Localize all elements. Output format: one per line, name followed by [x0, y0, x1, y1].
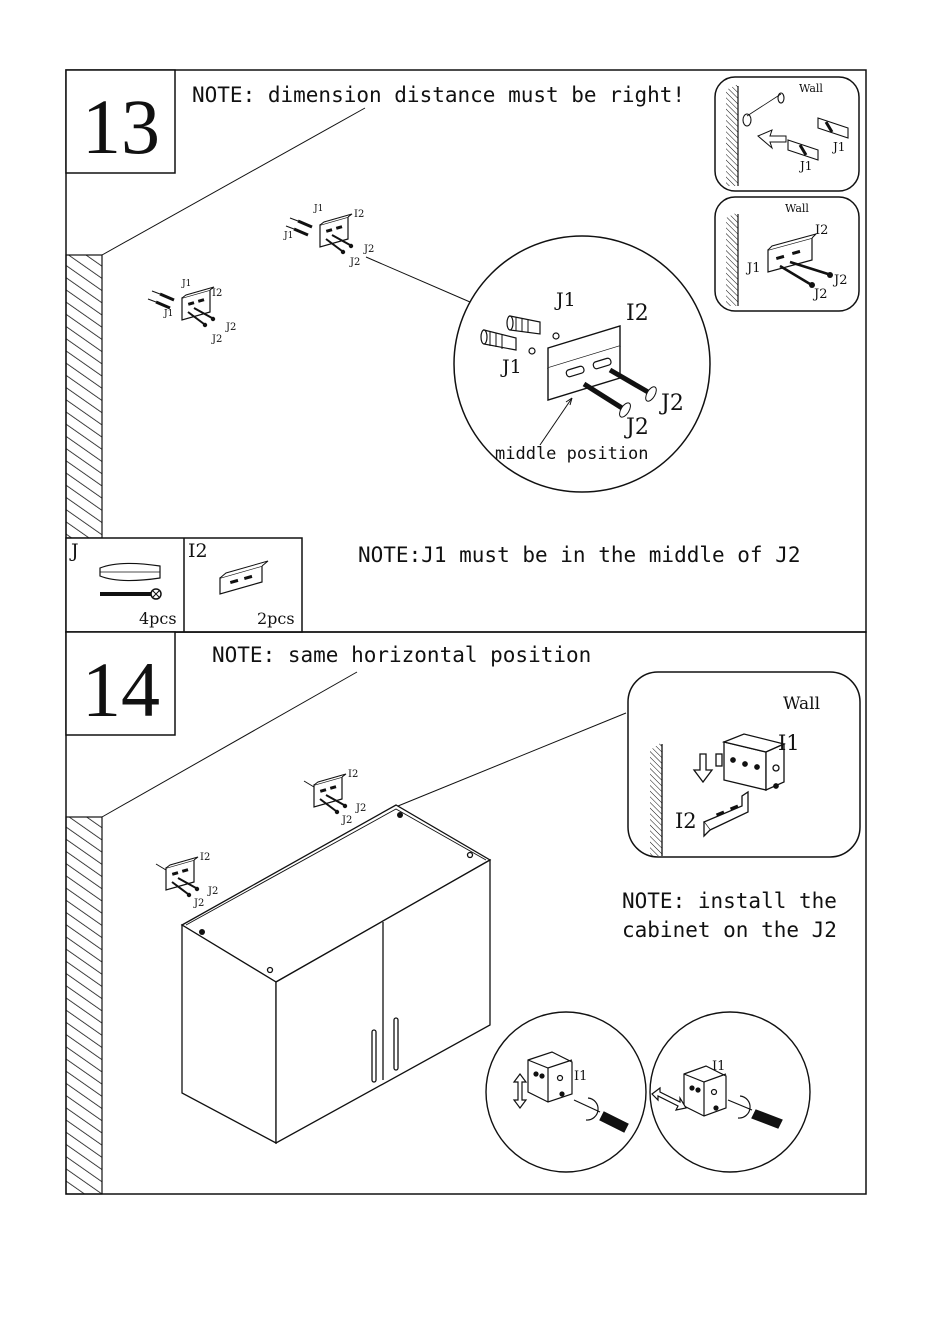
parts-box: J 4pcs I2 2pcs [66, 538, 302, 632]
label-i2-inset: I2 [675, 809, 697, 833]
label-i2-inset-2: I2 [815, 223, 828, 238]
label-i1-adjust-v: I1 [574, 1069, 587, 1084]
note-j1-middle: NOTE:J1 must be in the middle of J2 [358, 543, 801, 567]
label-j2-14-small-2: J2 [341, 815, 352, 826]
inset-leader-line [398, 713, 626, 806]
step-14-number: 14 [82, 646, 160, 733]
label-i2-small: I2 [354, 209, 364, 220]
part-j-label: J [69, 540, 79, 562]
label-j1-inset-1b: J1 [831, 140, 845, 154]
label-wall-inset-2: Wall [785, 202, 809, 215]
adjust-vertical-detail: I1 [486, 1012, 646, 1172]
note-same-horizontal: NOTE: same horizontal position [212, 643, 591, 667]
label-j2-inset-2: J2 [832, 273, 847, 288]
label-i2-small-2: I2 [212, 288, 222, 299]
label-i2-large: I2 [626, 301, 649, 326]
label-j1-small: J1 [313, 204, 323, 214]
bracket-assembly-right: J1 J1 I2 J2 J2 [283, 204, 374, 268]
label-j2-14-small: J2 [355, 803, 366, 814]
label-j1-inset-1: J1 [798, 159, 812, 173]
inset-hanging-hardware: Wall I1 I2 [628, 672, 860, 857]
label-i1-inset: I1 [778, 731, 800, 755]
bracket-assembly-14-right: I2 J2 J2 [304, 769, 366, 826]
label-j1-large: J1 [554, 289, 576, 311]
label-j2-small-3: J2 [225, 322, 236, 333]
label-i2-14-small: I2 [348, 769, 358, 780]
bracket-assembly-14-left: I2 J2 J2 [156, 852, 218, 909]
note-install-line2: cabinet on the J2 [622, 918, 837, 942]
label-j2-small-2: J2 [349, 257, 360, 268]
label-wall-14: Wall [783, 694, 820, 714]
label-i1-adjust-h: I1 [712, 1059, 725, 1074]
label-j2-inset-2b: J2 [812, 287, 827, 302]
label-wall-inset-1: Wall [799, 82, 823, 95]
label-j1-small-2: J1 [283, 231, 293, 241]
label-j1-inset-2: J1 [745, 261, 760, 276]
note-dimension-distance: NOTE: dimension distance must be right! [192, 83, 685, 107]
inset-wall-plug: Wall J1 J1 [715, 77, 859, 191]
bracket-assembly-left: J1 J1 I2 J2 J2 [148, 279, 236, 345]
label-middle-position: middle position [495, 444, 649, 464]
side-wall-hatch [66, 255, 102, 538]
magnified-bracket-detail: J1 J1 I2 J2 J2 middle position [454, 236, 710, 492]
label-j2-small: J2 [363, 244, 374, 255]
step-14-panel: 14 NOTE: same horizontal position I2 J2 … [66, 632, 866, 1194]
magnify-leader-line [366, 257, 470, 302]
part-j-qty: 4pcs [139, 609, 177, 628]
label-j1-large-2: J1 [500, 356, 522, 378]
label-j2-large: J2 [659, 391, 684, 416]
label-j1-small-3: J1 [181, 279, 191, 289]
label-j2-14-small-3: J2 [207, 886, 218, 897]
note-install-line1: NOTE: install the [622, 889, 837, 913]
step-13-panel: 13 NOTE: dimension distance must be righ… [66, 70, 866, 632]
label-j2-14-small-4: J2 [193, 898, 204, 909]
part-i2-label: I2 [188, 540, 208, 562]
label-j1-small-4: J1 [163, 309, 173, 319]
wall-cabinet [182, 805, 490, 1143]
step-13-number: 13 [82, 83, 160, 170]
label-i2-14-small-2: I2 [200, 852, 210, 863]
side-wall-hatch-14 [66, 817, 102, 1194]
label-j2-large-2: J2 [624, 415, 649, 440]
inset-bracket-on-wall: Wall I2 J1 J2 J2 [715, 197, 859, 311]
part-i2-qty: 2pcs [257, 609, 295, 628]
adjust-horizontal-detail: I1 [650, 1012, 810, 1172]
label-j2-small-4: J2 [211, 334, 222, 345]
